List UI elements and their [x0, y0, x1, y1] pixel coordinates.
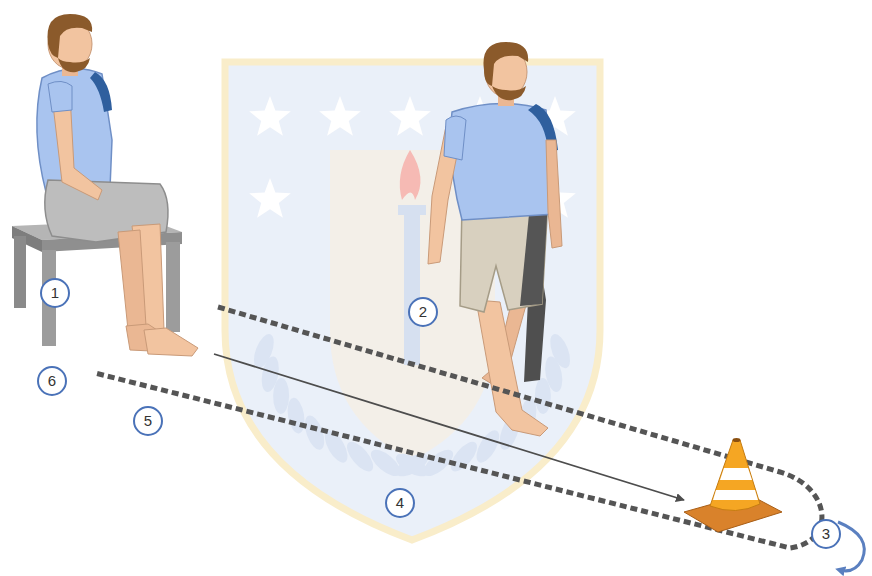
watermark-star [319, 96, 361, 136]
watermark-star [249, 178, 291, 218]
distance-arrow [214, 354, 684, 500]
callout-number: 1 [40, 278, 70, 308]
walking-path [95, 307, 822, 548]
watermark-star [249, 96, 291, 136]
watermark-leaf [273, 378, 289, 414]
seated-person [37, 14, 198, 356]
watermark-star [389, 96, 431, 136]
turn-arrow [838, 522, 864, 571]
callout-number: 2 [408, 297, 438, 327]
watermark-crest [225, 62, 600, 540]
callout-number: 6 [37, 366, 67, 396]
callout-number: 5 [133, 406, 163, 436]
watermark-leaf [535, 378, 551, 414]
callout-number: 3 [811, 519, 841, 549]
callout-number: 4 [385, 488, 415, 518]
traffic-cone [684, 438, 782, 532]
watermark-leaf [285, 397, 307, 435]
walking-person [428, 42, 562, 436]
